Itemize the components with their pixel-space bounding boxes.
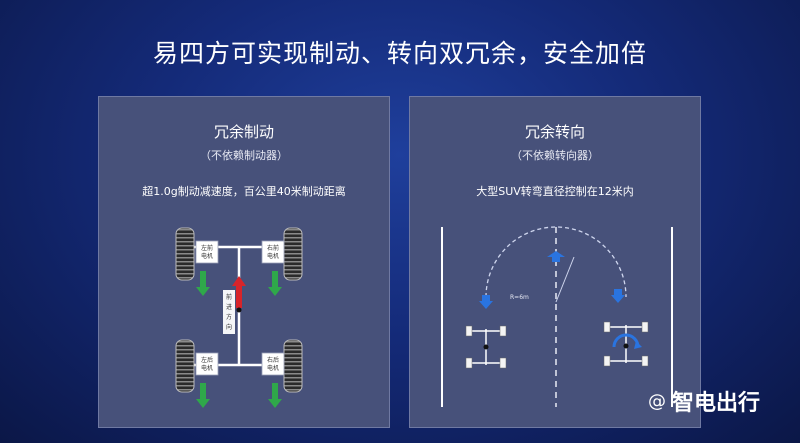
rear-left-motor bbox=[195, 352, 219, 376]
radius-label: R=6m bbox=[510, 294, 529, 301]
svg-text:方: 方 bbox=[226, 313, 232, 321]
arc-arrow-left bbox=[479, 295, 493, 309]
brake-arrow-rear-left bbox=[196, 383, 210, 408]
svg-text:向: 向 bbox=[226, 323, 232, 331]
brake-arrow-front-right bbox=[268, 271, 282, 296]
panel-subtitle: （不依赖转向器） bbox=[511, 149, 599, 162]
svg-text:前: 前 bbox=[226, 293, 232, 301]
svg-text:左后: 左后 bbox=[201, 356, 213, 364]
svg-text:电机: 电机 bbox=[201, 364, 213, 372]
watermark: @ 智电出行 bbox=[648, 385, 760, 417]
left-car-top-view bbox=[465, 325, 507, 369]
rear-right-motor bbox=[261, 352, 285, 376]
rear-right-wheel bbox=[283, 339, 303, 393]
direction-label-box bbox=[223, 290, 235, 334]
right-car-top-view bbox=[603, 321, 649, 367]
front-right-motor bbox=[261, 240, 285, 264]
braking-diagram: 左前 电机 右前 电机 左后 电机 右后 电机 前 进 方 向 bbox=[175, 227, 303, 408]
svg-text:电机: 电机 bbox=[267, 252, 279, 260]
panel-title: 冗余制动 bbox=[213, 123, 274, 141]
watermark-text: 智电出行 bbox=[671, 391, 760, 416]
center-of-mass-dot bbox=[236, 307, 242, 313]
page-title: 易四方可实现制动、转向双冗余，安全加倍 bbox=[152, 39, 647, 68]
svg-text:右后: 右后 bbox=[267, 356, 279, 364]
svg-text:电机: 电机 bbox=[267, 364, 279, 372]
panel-description: 超1.0g制动减速度，百公里40米制动距离 bbox=[142, 185, 346, 198]
brake-arrows bbox=[196, 271, 282, 408]
redundant-steering-panel: 冗余转向 （不依赖转向器） 大型SUV转弯直径控制在12米内 R=6m bbox=[409, 96, 701, 428]
brake-arrow-front-left bbox=[196, 271, 210, 296]
svg-text:电机: 电机 bbox=[201, 252, 213, 260]
radius-line bbox=[555, 256, 575, 303]
arc-arrow-top bbox=[547, 251, 565, 262]
svg-text:左前: 左前 bbox=[201, 244, 213, 252]
steering-arrows bbox=[479, 251, 625, 309]
forward-direction-arrow bbox=[232, 276, 246, 308]
at-icon: @ bbox=[647, 390, 666, 412]
rear-left-wheel bbox=[175, 339, 195, 393]
arc-arrow-right bbox=[611, 289, 625, 303]
panel-subtitle: （不依赖制动器） bbox=[200, 149, 288, 162]
svg-text:右前: 右前 bbox=[267, 244, 279, 252]
steering-diagram: R=6m bbox=[441, 226, 673, 407]
svg-text:进: 进 bbox=[226, 303, 232, 311]
front-left-wheel bbox=[175, 227, 195, 281]
brake-arrow-rear-right bbox=[268, 383, 282, 408]
front-right-wheel bbox=[283, 227, 303, 281]
panel-description: 大型SUV转弯直径控制在12米内 bbox=[476, 185, 634, 198]
panel-title: 冗余转向 bbox=[524, 123, 585, 141]
redundant-braking-panel: 冗余制动 （不依赖制动器） 超1.0g制动减速度，百公里40米制动距离 左前 电… bbox=[98, 96, 390, 428]
front-left-motor bbox=[195, 240, 219, 264]
